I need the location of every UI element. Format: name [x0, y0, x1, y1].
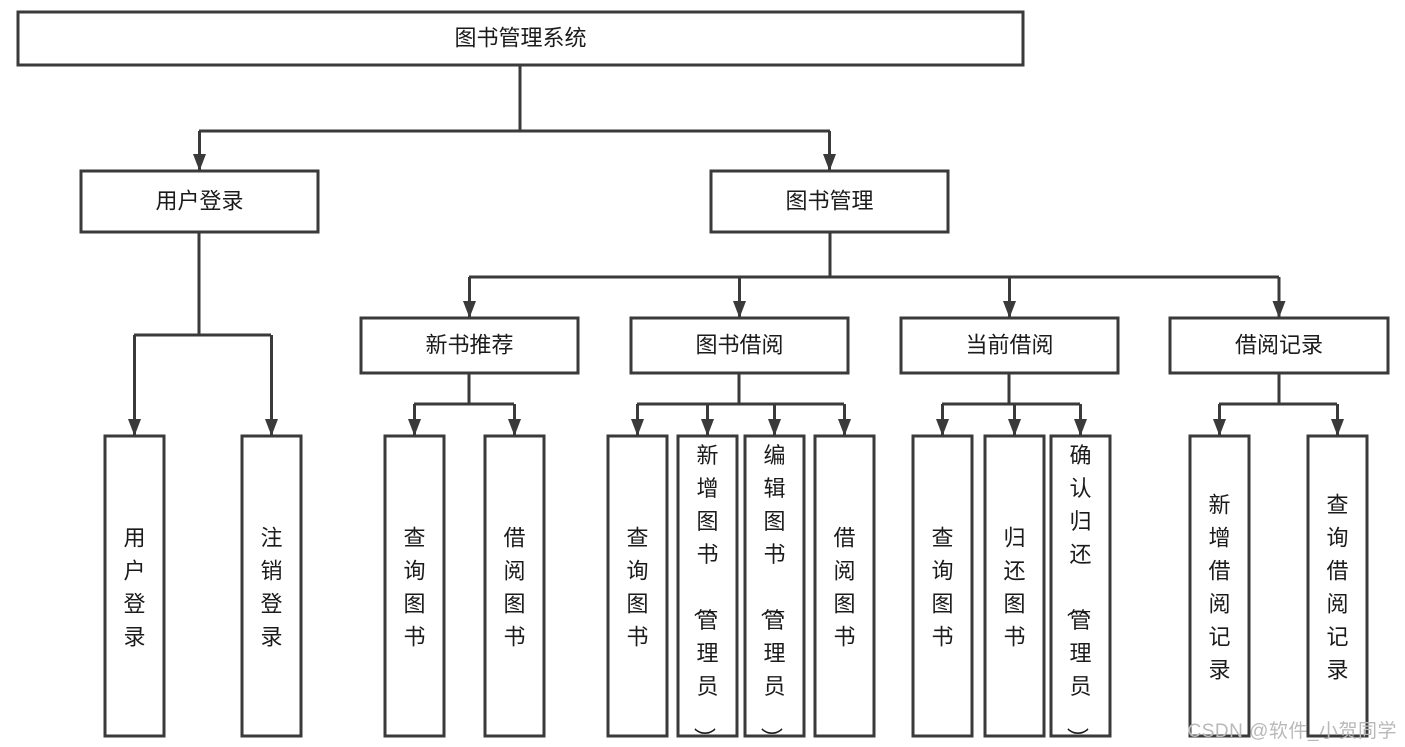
edge-borrow-to-leaf-bor-4: [838, 404, 851, 436]
node-label: 图书借阅: [695, 332, 783, 357]
edge-borrow-to-leaf-bor-3: [768, 404, 781, 436]
edge-record-to-leaf-rec-2: [1331, 404, 1344, 436]
node-current[interactable]: 当前借阅: [899, 316, 1120, 375]
edge-login-to-leaf-login-2: [265, 335, 278, 436]
node-label: 查询图书: [931, 526, 953, 650]
node-record[interactable]: 借阅记录: [1168, 316, 1390, 375]
nodes-layer: 图书管理系统用户登录图书管理新书推荐图书借阅当前借阅借阅记录用户登录注销登录查询…: [16, 10, 1390, 747]
node-borrow[interactable]: 图书借阅: [629, 316, 850, 375]
node-label: 归还图书: [1003, 526, 1025, 650]
node-label: 用户登录: [155, 188, 243, 213]
connector-row-current: [942, 373, 1080, 406]
edge-root-to-bookmgmt: [823, 131, 836, 171]
node-label: 新书推荐: [425, 332, 513, 357]
node-label: 查询借阅记录: [1326, 493, 1348, 683]
edges-layer: [128, 65, 1344, 436]
node-leaf-bor-4[interactable]: 借阅图书: [813, 434, 876, 738]
node-leaf-new-1[interactable]: 查询图书: [383, 434, 446, 738]
node-label: 编辑图书（管理员）: [758, 443, 785, 747]
node-leaf-rec-2[interactable]: 查询借阅记录: [1306, 434, 1369, 738]
edge-current-to-leaf-cur-3: [1074, 404, 1087, 436]
node-leaf-bor-3[interactable]: 编辑图书（管理员）: [743, 434, 806, 747]
node-leaf-cur-1[interactable]: 查询图书: [911, 434, 974, 738]
edge-bookmgmt-to-borrow: [733, 277, 746, 318]
node-leaf-new-2[interactable]: 借阅图书: [483, 434, 546, 738]
edge-borrow-to-leaf-bor-1: [631, 404, 644, 436]
node-login[interactable]: 用户登录: [79, 169, 320, 234]
connector-row-borrow: [637, 373, 844, 406]
node-label: 借阅图书: [503, 526, 525, 650]
edge-root-to-login: [193, 131, 206, 171]
node-bookmgmt[interactable]: 图书管理: [709, 169, 950, 234]
edge-bookmgmt-to-record: [1272, 277, 1286, 318]
node-label: 图书管理: [785, 188, 873, 213]
edge-record-to-leaf-rec-1: [1213, 404, 1226, 436]
connector-row-bookmgmt: [469, 232, 1279, 279]
node-leaf-login-1[interactable]: 用户登录: [103, 434, 166, 738]
node-leaf-bor-2[interactable]: 新增图书（管理员）: [676, 434, 739, 747]
edge-current-to-leaf-cur-1: [936, 404, 949, 436]
node-root[interactable]: 图书管理系统: [16, 10, 1025, 67]
node-label: 注销登录: [260, 526, 282, 650]
edge-current-to-leaf-cur-2: [1008, 404, 1021, 436]
node-leaf-cur-3[interactable]: 确认归还（管理员）: [1049, 434, 1112, 747]
connector-row-login: [134, 232, 271, 337]
edge-newbook-to-leaf-new-1: [408, 404, 421, 436]
node-leaf-cur-2[interactable]: 归还图书: [983, 434, 1046, 738]
edge-borrow-to-leaf-bor-2: [701, 404, 714, 436]
connector-row-record: [1219, 373, 1337, 406]
node-label: 新增图书（管理员）: [691, 443, 718, 747]
node-label: 图书管理系统: [454, 25, 586, 50]
node-label: 确认归还（管理员）: [1064, 443, 1091, 747]
node-leaf-bor-1[interactable]: 查询图书: [606, 434, 669, 738]
edge-newbook-to-leaf-new-2: [508, 404, 521, 436]
edge-login-to-leaf-login-1: [128, 335, 141, 436]
connector-row-newbook: [414, 373, 514, 406]
edge-bookmgmt-to-newbook: [463, 277, 476, 318]
node-label: 查询图书: [403, 526, 425, 650]
node-label: 借阅记录: [1235, 332, 1323, 357]
node-label: 当前借阅: [965, 332, 1053, 357]
node-leaf-rec-1[interactable]: 新增借阅记录: [1188, 434, 1251, 738]
node-label: 用户登录: [123, 526, 145, 650]
connector-row-root: [199, 65, 830, 133]
node-leaf-login-2[interactable]: 注销登录: [240, 434, 303, 738]
node-label: 借阅图书: [833, 526, 855, 650]
node-label: 查询图书: [626, 526, 648, 650]
node-newbook[interactable]: 新书推荐: [359, 316, 580, 375]
node-label: 新增借阅记录: [1208, 493, 1230, 683]
edge-bookmgmt-to-current: [1003, 277, 1016, 318]
